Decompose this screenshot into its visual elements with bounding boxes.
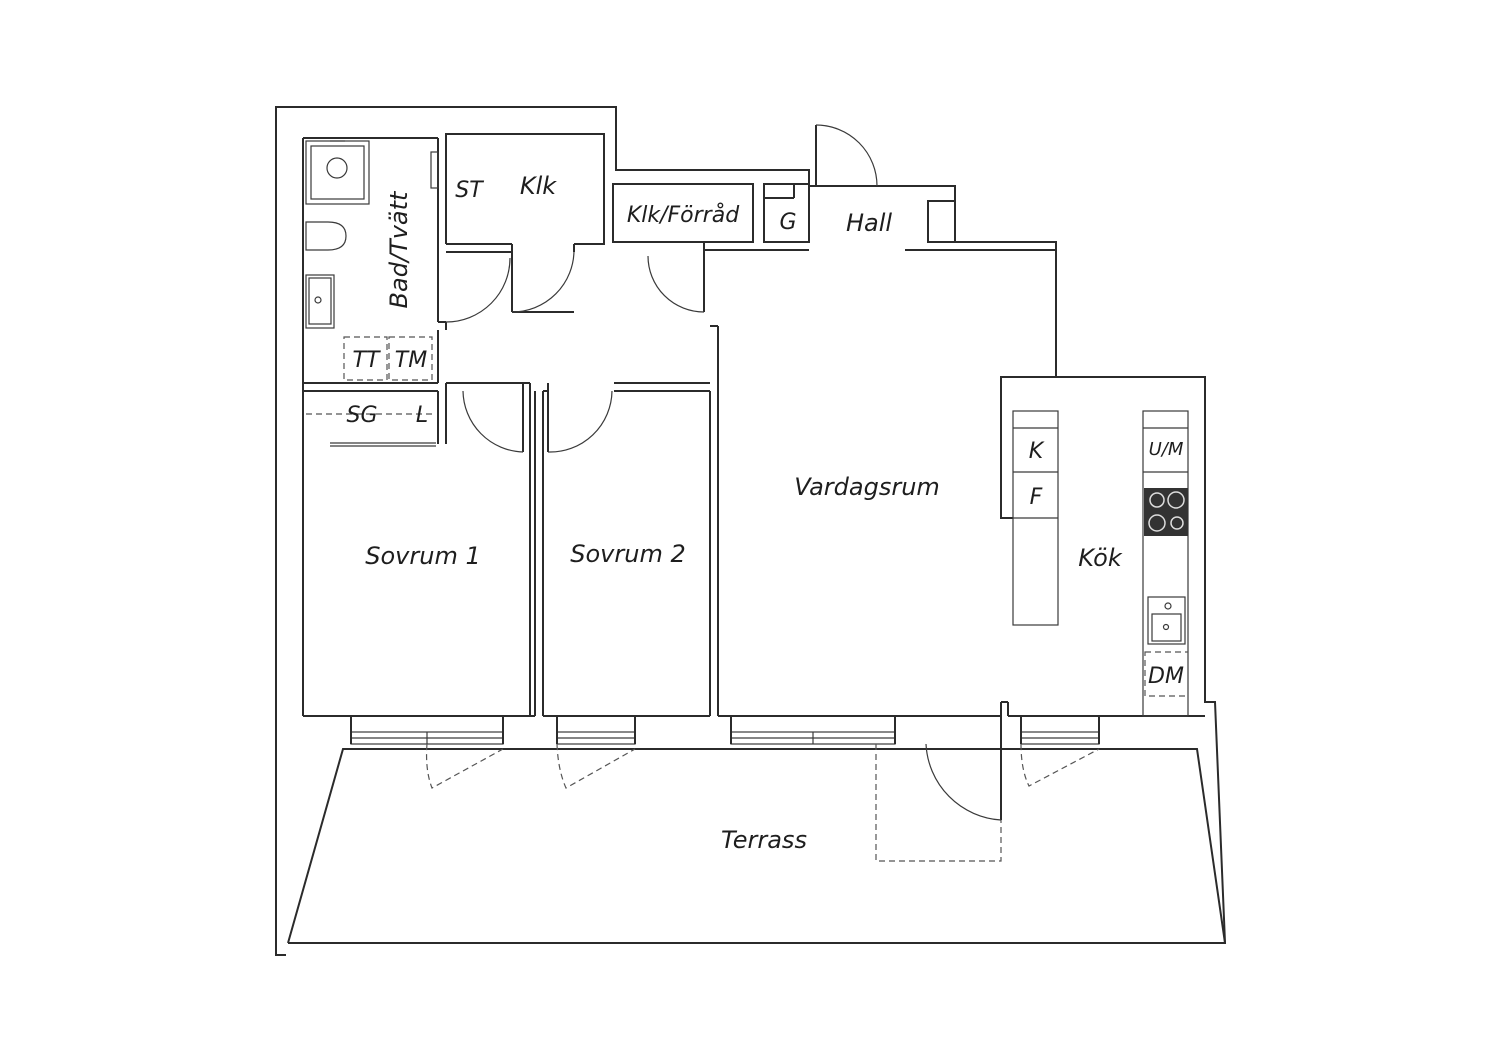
- label-tm: TM: [395, 348, 427, 373]
- label-g: G: [779, 210, 796, 235]
- label-terrass: Terrass: [721, 826, 807, 854]
- terrace-outline: [287, 748, 1226, 944]
- label-f: F: [1030, 485, 1043, 510]
- label-kok: Kök: [1078, 544, 1123, 572]
- kitchen-fixtures: [1012, 410, 1189, 717]
- label-l: L: [416, 403, 428, 428]
- label-bad-tvatt: Bad/Tvätt: [385, 190, 413, 308]
- label-dm: DM: [1148, 664, 1184, 689]
- label-st: ST: [455, 178, 484, 203]
- label-um: U/M: [1149, 439, 1184, 460]
- label-sg: SG: [346, 403, 377, 428]
- label-klk: Klk: [520, 172, 557, 200]
- bathroom-fixtures: [305, 140, 439, 329]
- label-tt: TT: [353, 348, 381, 373]
- doors: [438, 124, 1002, 821]
- label-sovrum-1: Sovrum 1: [365, 542, 480, 570]
- label-vardagsrum: Vardagsrum: [794, 473, 940, 501]
- bath-appliances: [343, 336, 433, 381]
- label-k: K: [1029, 439, 1045, 464]
- room-labels: Bad/Tvätt Klk ST Klk/Förråd G Hall TT TM…: [346, 172, 1183, 854]
- bedroom-wardrobe: [306, 413, 436, 447]
- label-klk-forrad: Klk/Förråd: [627, 202, 740, 228]
- windows: [350, 716, 1100, 745]
- window-swings: [425, 743, 1100, 862]
- label-sovrum-2: Sovrum 2: [570, 540, 685, 568]
- apartment-walls: [302, 133, 1206, 717]
- label-hall: Hall: [846, 209, 892, 237]
